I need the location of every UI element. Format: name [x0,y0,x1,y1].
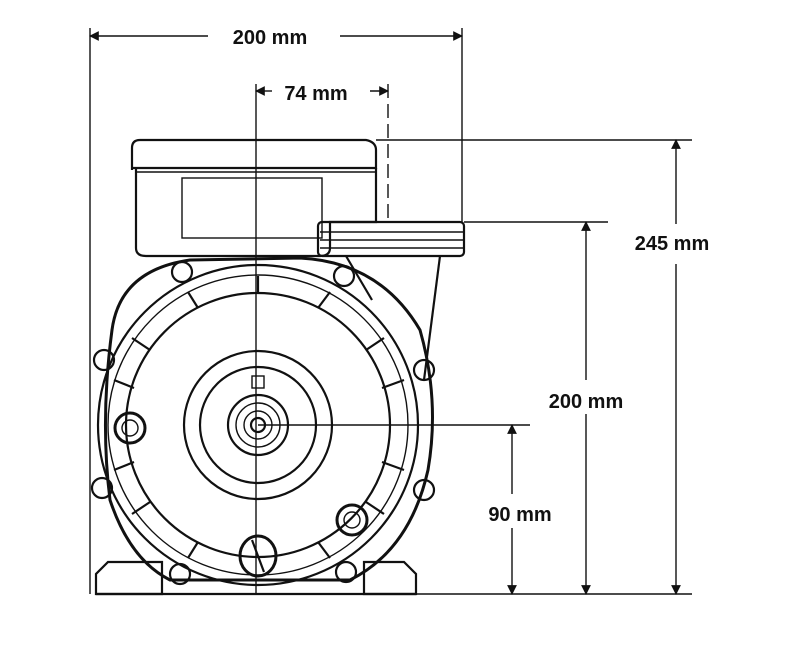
bolt-lugs [90,260,436,586]
pump-motor [90,138,466,596]
dim-shaft-height: 90 mm [488,424,552,595]
dim-outlet-height: 200 mm [549,221,624,595]
terminal-box [130,138,378,170]
dimension-lines [89,28,692,595]
label-outlet-height: 200 mm [549,391,624,413]
label-shaft-height: 90 mm [488,504,551,526]
housing-ribs [113,276,405,559]
label-total-height: 245 mm [635,233,710,255]
pump-housing [103,256,434,582]
dim-total-height: 245 mm [635,139,710,595]
label-offset-width: 74 mm [284,83,347,105]
dim-overall-width: 200 mm [89,27,463,49]
dim-offset-width: 74 mm [255,83,389,105]
drain-plug [238,534,278,578]
label-overall-width: 200 mm [233,27,308,49]
